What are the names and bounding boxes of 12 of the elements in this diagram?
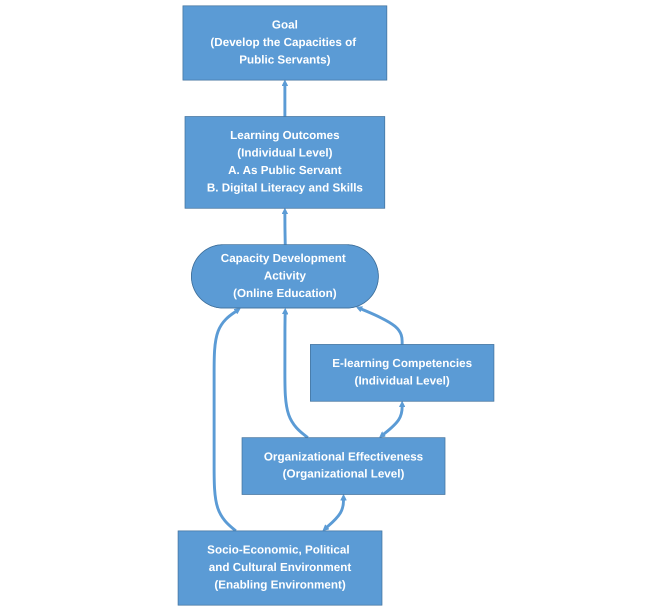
node-box: Socio-Economic, Political and Cultural Environment (Enabling Environment) — [178, 530, 382, 606]
arrow — [356, 306, 404, 344]
node-box: Goal (Develop the Capacities of Public Servants) — [182, 5, 388, 80]
node-box: Organizational Effectiveness (Organizational Level) — [242, 437, 446, 495]
arrow — [322, 494, 347, 531]
arrow — [282, 80, 288, 117]
node-box: E-learning Competencies (Individual Level) — [310, 344, 494, 402]
arrow — [282, 208, 288, 246]
arrow — [379, 400, 406, 438]
node-box: Learning Outcomes (Individual Level) A. As Public Servant B. Digital Literacy and Skills — [184, 116, 386, 209]
arrow — [212, 308, 241, 532]
arrow — [282, 308, 309, 439]
